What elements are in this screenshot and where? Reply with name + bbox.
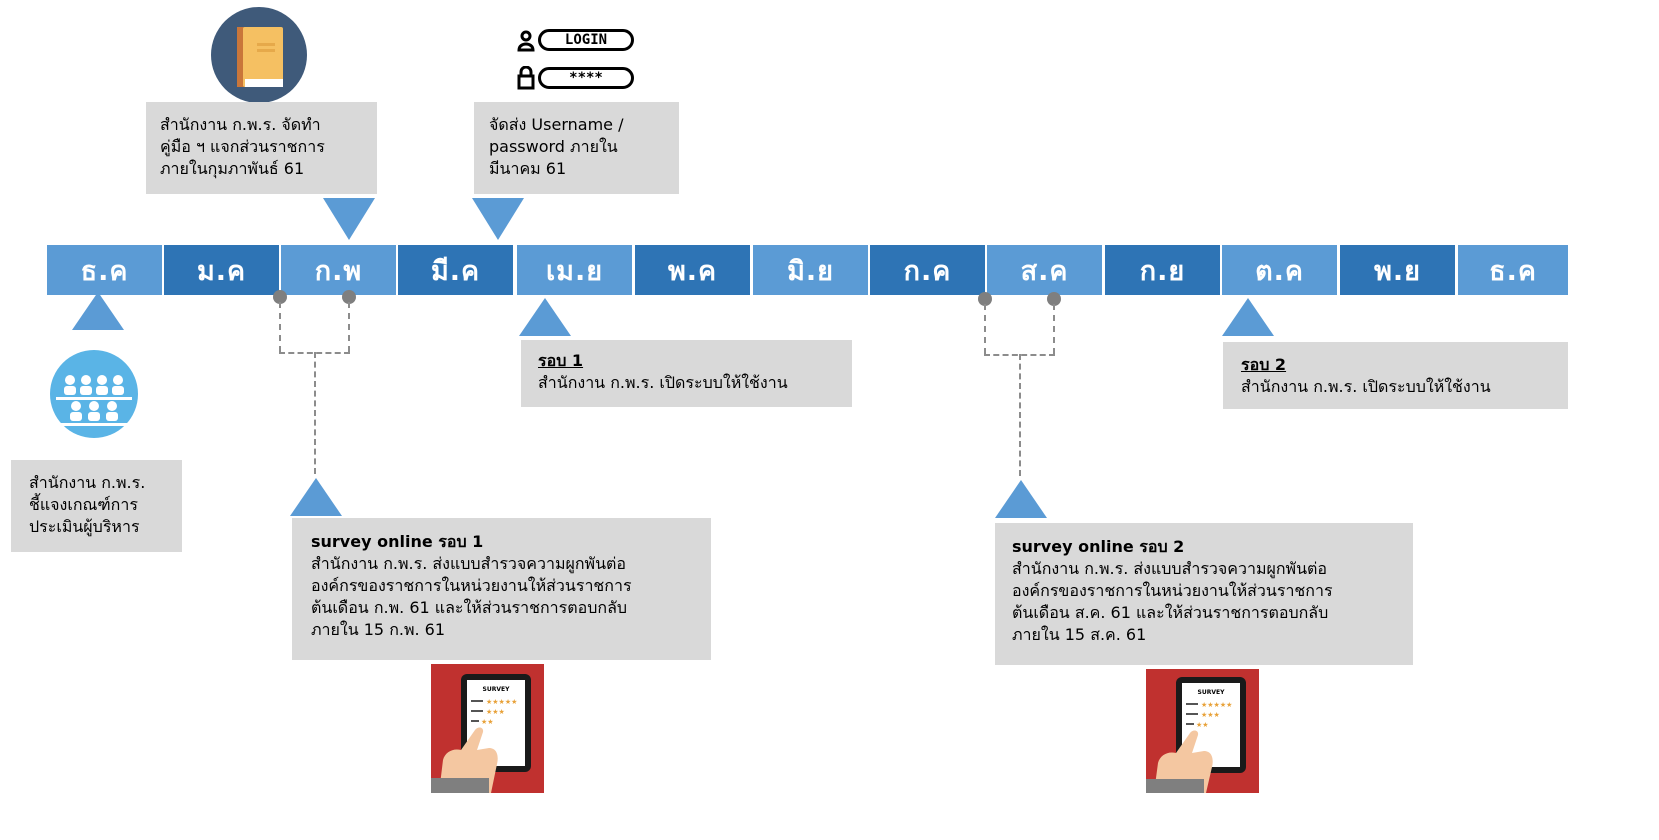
manual-line-3: ภายในกุมภาพันธ์ 61: [160, 159, 305, 178]
month-jan: ม.ค: [164, 245, 279, 295]
lock-icon: [517, 66, 535, 90]
manual-box: สำนักงาน ก.พ.ร. จัดทำ คู่มือ ฯ แจกส่วนรา…: [146, 102, 377, 194]
month-oct: ต.ค: [1222, 245, 1337, 295]
user-icon: [517, 30, 535, 52]
tablet-title: SURVEY: [483, 686, 511, 693]
book-icon: [211, 7, 307, 103]
survey1-line-1: สำนักงาน ก.พ.ร. ส่งแบบสำรวจความผูกพันต่อ: [311, 554, 627, 573]
month-dec-2017: ธ.ค: [47, 245, 162, 295]
survey2-title: survey online รอบ 2: [1012, 537, 1185, 556]
survey1-line-3: ต้นเดือน ก.พ. 61 และให้ส่วนราชการตอบกลับ: [311, 598, 628, 617]
round2-pointer-icon: [1222, 298, 1274, 336]
round1-box: รอบ 1 สำนักงาน ก.พ.ร. เปิดระบบให้ใช้งาน: [521, 340, 852, 407]
login-pointer-icon: [472, 198, 524, 240]
svg-text:★★★★★: ★★★★★: [1201, 701, 1232, 709]
login-pill: LOGIN: [538, 29, 634, 51]
month-dec-2018: ธ.ค: [1458, 245, 1568, 295]
login-line-2: password ภายใน: [489, 137, 618, 156]
bracket-dot: [1047, 292, 1061, 306]
survey2-box: survey online รอบ 2 สำนักงาน ก.พ.ร. ส่งแ…: [995, 523, 1413, 665]
briefing-line-1: สำนักงาน ก.พ.ร.: [29, 473, 146, 492]
briefing-pointer-icon: [72, 292, 124, 330]
tablet-title: SURVEY: [1198, 689, 1226, 696]
survey1-box: survey online รอบ 1 สำนักงาน ก.พ.ร. ส่งแ…: [292, 518, 711, 660]
login-line-1: จัดส่ง Username /: [489, 115, 624, 134]
briefing-line-3: ประเมินผู้บริหาร: [29, 517, 140, 536]
bracket-dot: [978, 292, 992, 306]
month-nov: พ.ย: [1340, 245, 1455, 295]
survey2-line-2: องค์กรของราชการในหน่วยงานให้ส่วนราชการ: [1012, 581, 1333, 600]
round1-text: สำนักงาน ก.พ.ร. เปิดระบบให้ใช้งาน: [538, 373, 788, 392]
survey2-line-4: ภายใน 15 ส.ค. 61: [1012, 625, 1147, 644]
svg-text:★★★★★: ★★★★★: [486, 698, 517, 706]
login-line-3: มีนาคม 61: [489, 159, 567, 178]
bracket-dot: [273, 290, 287, 304]
survey2-line-1: สำนักงาน ก.พ.ร. ส่งแบบสำรวจความผูกพันต่อ: [1012, 559, 1328, 578]
round1-title: รอบ 1: [538, 351, 584, 370]
meeting-people-icon: [50, 350, 138, 438]
survey1-line-4: ภายใน 15 ก.พ. 61: [311, 620, 446, 639]
month-apr: เม.ย: [517, 245, 632, 295]
survey-tablet-icon: SURVEY ★★★★★ ★★★ ★★: [431, 664, 544, 793]
survey2-pointer-icon: [995, 480, 1047, 518]
month-aug: ส.ค: [987, 245, 1102, 295]
manual-pointer-icon: [323, 198, 375, 240]
briefing-box: สำนักงาน ก.พ.ร. ชี้แจงเกณฑ์การ ประเมินผู…: [11, 460, 182, 552]
month-jun: มิ.ย: [753, 245, 868, 295]
briefing-line-2: ชี้แจงเกณฑ์การ: [29, 495, 138, 514]
round2-box: รอบ 2 สำนักงาน ก.พ.ร. เปิดระบบให้ใช้งาน: [1223, 342, 1568, 409]
manual-line-2: คู่มือ ฯ แจกส่วนราชการ: [160, 137, 325, 156]
bracket-dot: [342, 290, 356, 304]
round2-text: สำนักงาน ก.พ.ร. เปิดระบบให้ใช้งาน: [1241, 377, 1491, 396]
manual-line-1: สำนักงาน ก.พ.ร. จัดทำ: [160, 115, 321, 134]
month-jul: ก.ค: [870, 245, 985, 295]
round2-title: รอบ 2: [1241, 355, 1287, 374]
month-may: พ.ค: [635, 245, 750, 295]
svg-text:★★: ★★: [1196, 721, 1209, 729]
svg-text:★★★: ★★★: [486, 708, 505, 716]
round1-pointer-icon: [519, 298, 571, 336]
survey1-pointer-icon: [290, 478, 342, 516]
month-sep: ก.ย: [1105, 245, 1220, 295]
survey1-title: survey online รอบ 1: [311, 532, 484, 551]
survey1-line-2: องค์กรของราชการในหน่วยงานให้ส่วนราชการ: [311, 576, 632, 595]
password-pill: ****: [538, 67, 634, 89]
month-feb: ก.พ: [281, 245, 396, 295]
svg-text:★★★: ★★★: [1201, 711, 1220, 719]
month-mar: มี.ค: [398, 245, 513, 295]
survey2-line-3: ต้นเดือน ส.ค. 61 และให้ส่วนราชการตอบกลับ: [1012, 603, 1329, 622]
svg-text:★★: ★★: [481, 718, 494, 726]
survey-tablet-icon: SURVEY ★★★★★ ★★★ ★★: [1146, 669, 1259, 793]
login-box: จัดส่ง Username / password ภายใน มีนาคม …: [474, 102, 679, 194]
